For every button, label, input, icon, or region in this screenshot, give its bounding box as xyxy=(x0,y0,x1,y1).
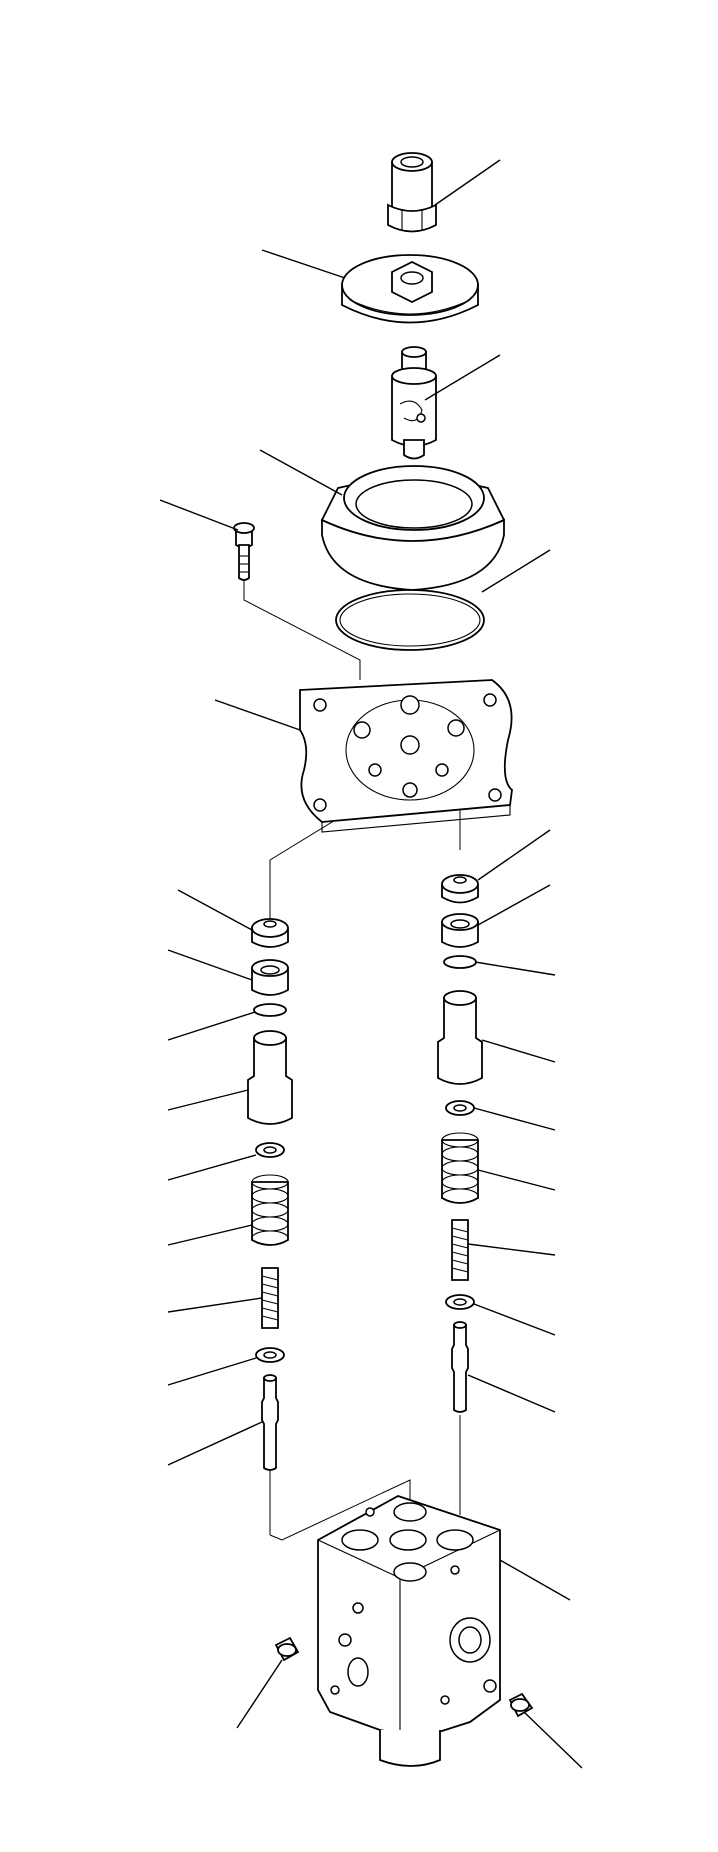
callout-leaders xyxy=(159,159,583,1769)
universal-joint-part xyxy=(391,346,437,460)
o-ring-part xyxy=(335,589,485,651)
valve-body-part xyxy=(317,1495,501,1767)
disc-plate-part xyxy=(341,254,479,324)
cover-plate-part xyxy=(299,679,513,833)
left-valve-stack xyxy=(247,918,293,1471)
left-plug-part xyxy=(274,1636,300,1662)
boot-retainer-part xyxy=(320,465,506,591)
bolt-part xyxy=(233,522,255,581)
right-valve-stack xyxy=(437,874,483,1413)
right-plug-part xyxy=(508,1692,534,1718)
top-nut-part xyxy=(387,152,437,233)
